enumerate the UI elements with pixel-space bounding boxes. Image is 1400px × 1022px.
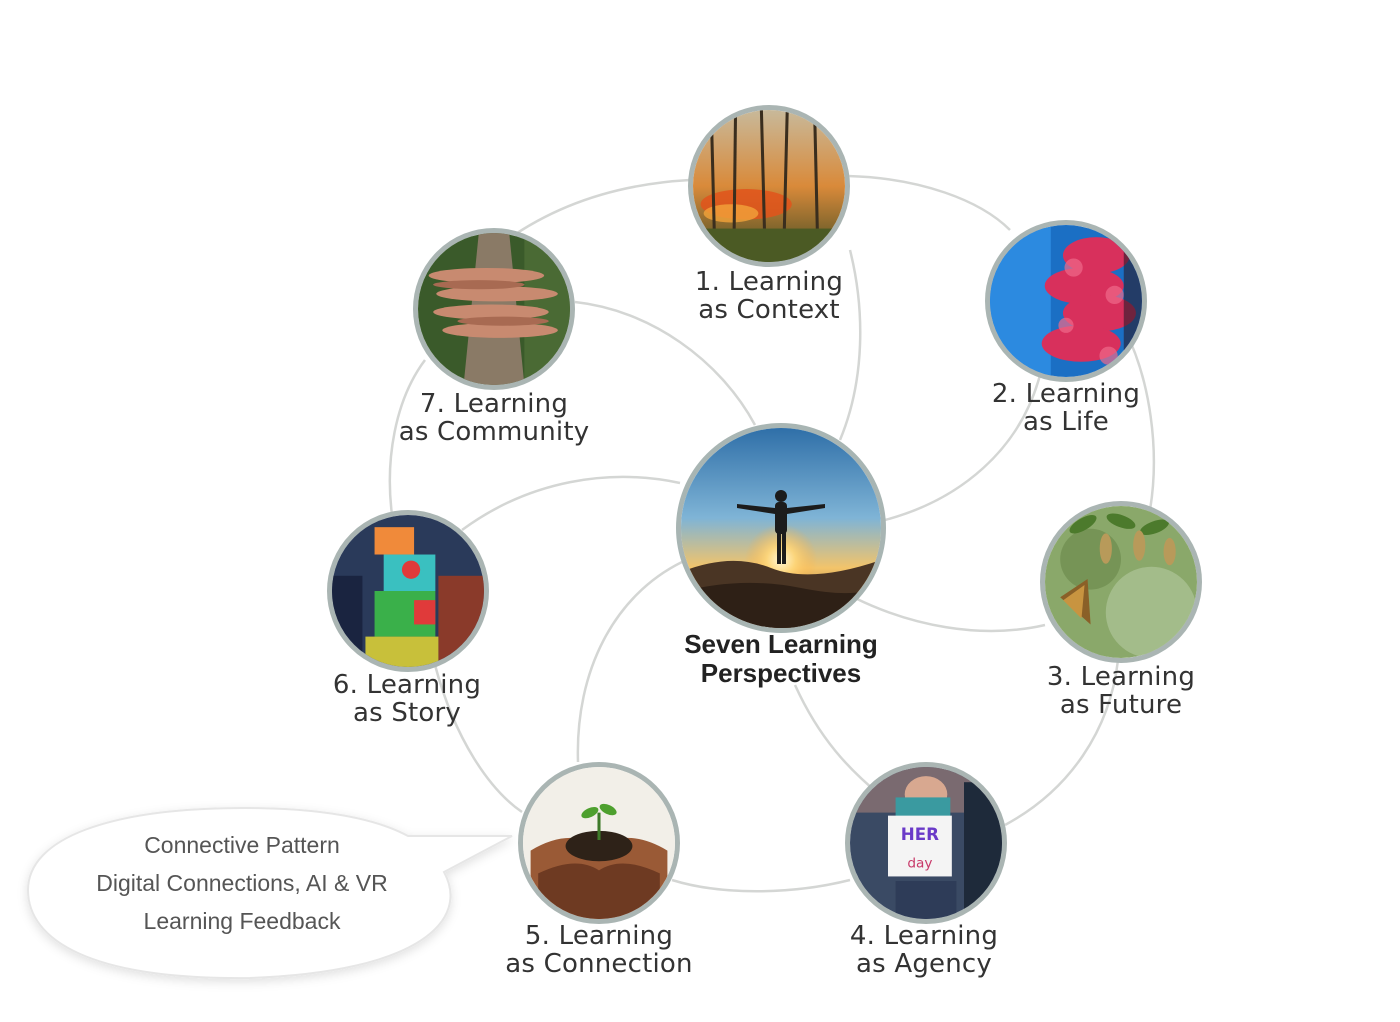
forest-fire-image <box>693 110 845 262</box>
label-future: 3. Learning as Future <box>1011 663 1231 719</box>
label-future-line1: 3. Learning <box>1046 662 1196 692</box>
callout-bubble <box>26 806 513 980</box>
connector-arc <box>1004 659 1120 827</box>
heroes-sign-image: HER day <box>850 767 1002 919</box>
node-future <box>1040 501 1202 663</box>
callout-line2: Digital Connections, AI & VR <box>96 870 388 896</box>
label-context: 1. Learning as Context <box>659 268 879 324</box>
label-life-line2: as Life <box>1022 407 1109 437</box>
node-story <box>327 510 489 672</box>
butterfly-chrysalis-image <box>1045 506 1197 658</box>
connector-arc <box>671 878 851 893</box>
label-future-line2: as Future <box>1059 690 1183 720</box>
label-story: 6. Learning as Story <box>297 671 517 727</box>
label-context-line2: as Context <box>698 295 840 325</box>
center-title-line1: Seven Learning <box>684 629 878 659</box>
connector-curve <box>838 249 862 441</box>
label-community-line1: 7. Learning <box>419 389 569 419</box>
connector-arc <box>388 359 427 516</box>
center-title: Seven Learning Perspectives <box>640 630 922 688</box>
svg-text:HER: HER <box>901 824 939 844</box>
node-life <box>985 220 1147 382</box>
label-connection-line1: 5. Learning <box>524 921 674 951</box>
label-life: 2. Learning as Life <box>956 380 1176 436</box>
coral-reef-image <box>990 225 1142 377</box>
label-connection: 5. Learning as Connection <box>469 922 729 978</box>
node-context <box>688 105 850 267</box>
node-connection <box>518 762 680 924</box>
label-agency-line1: 4. Learning <box>849 921 999 951</box>
connector-curve <box>574 300 757 426</box>
label-context-line1: 1. Learning <box>694 267 844 297</box>
label-life-line1: 2. Learning <box>991 379 1141 409</box>
callout-line1: Connective Pattern <box>144 832 340 858</box>
label-story-line1: 6. Learning <box>332 670 482 700</box>
node-agency: HER day <box>845 762 1007 924</box>
center-node <box>676 423 886 633</box>
center-title-line2: Perspectives <box>700 658 862 688</box>
label-agency-line2: as Agency <box>856 949 992 979</box>
label-agency: 4. Learning as Agency <box>814 922 1034 978</box>
connector-curve <box>461 475 681 532</box>
callout-line3: Learning Feedback <box>143 908 341 934</box>
label-story-line2: as Story <box>352 698 462 728</box>
connector-arc <box>847 174 1011 231</box>
stacked-hands-image <box>418 233 570 385</box>
node-community <box>413 228 575 390</box>
connector-curve <box>793 684 881 796</box>
sunrise-person-image <box>681 428 881 628</box>
connector-arc <box>433 664 523 814</box>
label-connection-line2: as Connection <box>505 949 693 979</box>
connector-curve <box>854 596 1046 633</box>
label-community-line2: as Community <box>398 417 590 447</box>
connector-arc <box>1123 329 1156 511</box>
story-blocks-image <box>332 515 484 667</box>
connector-curve <box>576 560 683 763</box>
hands-seedling-image <box>523 767 675 919</box>
connector-curve <box>884 374 1042 522</box>
label-community: 7. Learning as Community <box>364 390 624 446</box>
callout-text: Connective Pattern Digital Connections, … <box>60 826 424 940</box>
svg-text:day: day <box>907 855 932 871</box>
